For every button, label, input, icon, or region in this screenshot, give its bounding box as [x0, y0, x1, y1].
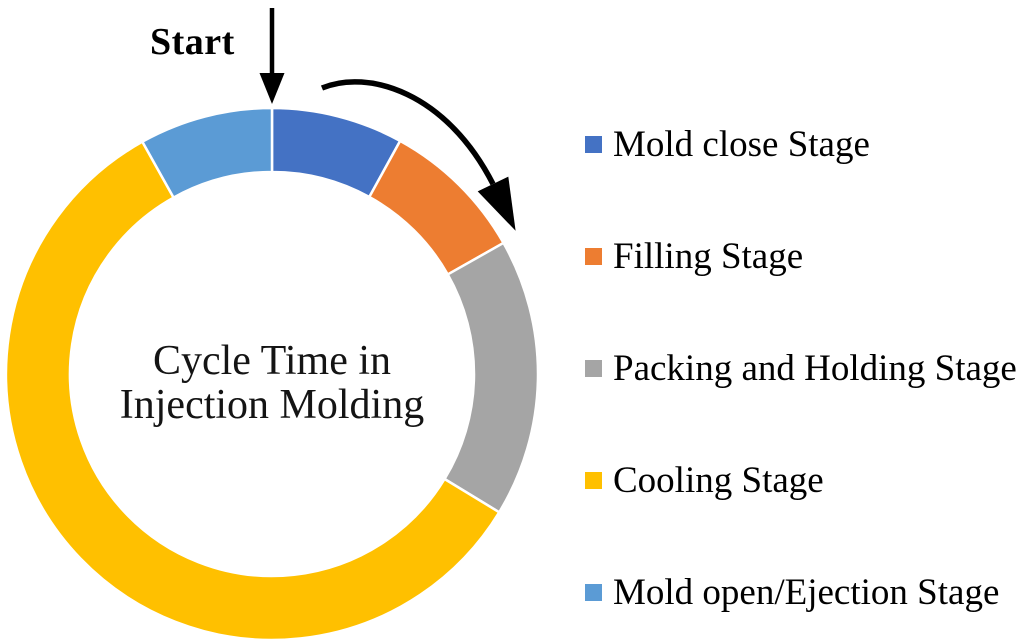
legend-label: Mold close Stage: [613, 123, 870, 165]
donut-segment-4: [4, 140, 501, 642]
chart-title-line1: Cycle Time in: [152, 338, 392, 384]
donut-ring: [4, 106, 540, 642]
legend-swatch-icon: [585, 583, 602, 601]
start-annotation-label: Start: [150, 21, 235, 63]
chart-title: Cycle Time in Injection Molding: [102, 339, 442, 427]
donut-segment-5: [140, 106, 274, 200]
legend-swatch-icon: [585, 135, 602, 153]
legend-item-1: Mold close Stage: [585, 119, 1017, 169]
legend-swatch-icon: [585, 359, 602, 377]
clockwise-direction-arrow-icon: [320, 79, 516, 231]
donut-segment-3: [442, 241, 540, 514]
legend-label: Packing and Holding Stage: [613, 347, 1017, 389]
legend-swatch-icon: [585, 471, 602, 489]
legend-item-2: Filling Stage: [585, 231, 1017, 281]
chart-title-line2: Injection Molding: [119, 382, 425, 428]
legend-label: Filling Stage: [613, 235, 804, 277]
legend-label: Mold open/Ejection Stage: [613, 571, 1000, 613]
legend-item-5: Mold open/Ejection Stage: [585, 567, 1017, 617]
legend-swatch-icon: [585, 247, 602, 265]
legend-label: Cooling Stage: [613, 459, 824, 501]
start-arrow-icon: [259, 8, 285, 104]
legend-item-3: Packing and Holding Stage: [585, 343, 1017, 393]
legend-item-4: Cooling Stage: [585, 455, 1017, 505]
